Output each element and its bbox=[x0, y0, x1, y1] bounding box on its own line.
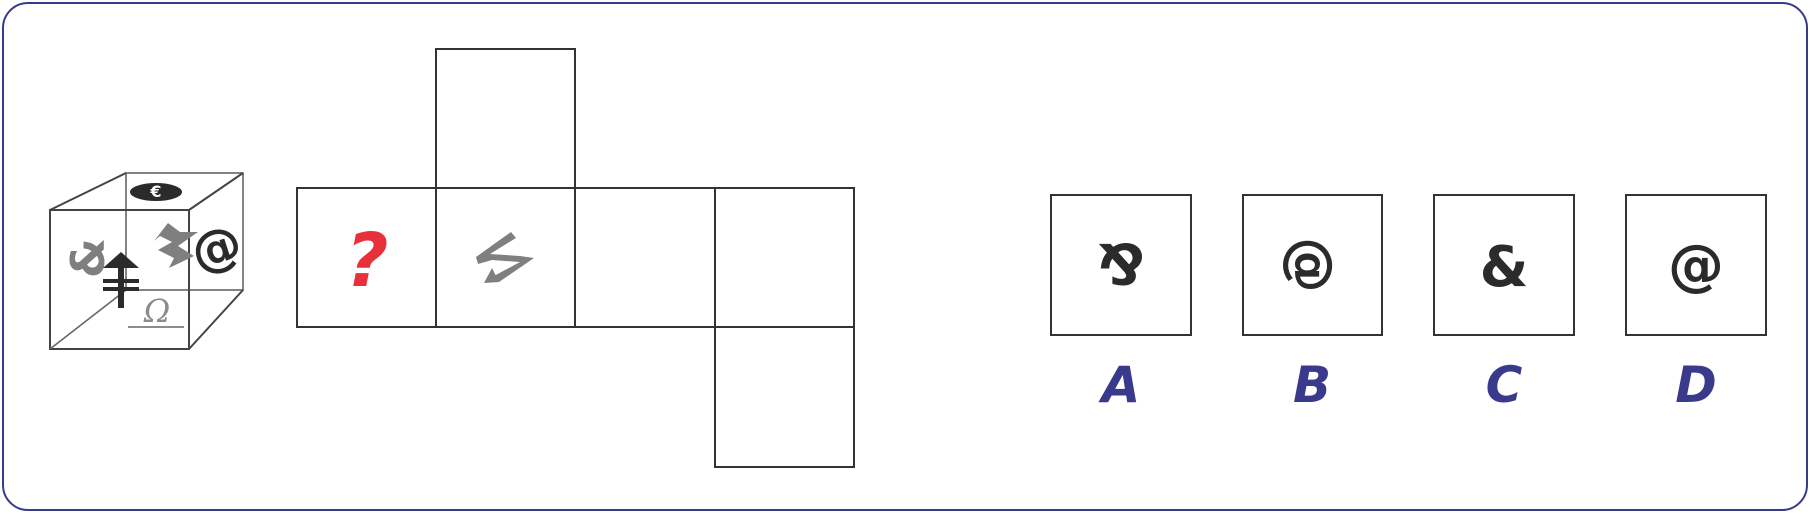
option-b-symbol: @ bbox=[1279, 237, 1344, 293]
option-c-label[interactable]: C bbox=[1486, 356, 1523, 414]
option-c[interactable]: & C bbox=[1433, 194, 1575, 414]
net-face-bottom bbox=[714, 326, 855, 468]
net-arrow-symbol bbox=[476, 232, 534, 283]
option-d-box[interactable] bbox=[1625, 194, 1767, 336]
reference-cube bbox=[49, 172, 244, 350]
net-question-mark: ? bbox=[346, 218, 389, 304]
option-a-box[interactable] bbox=[1050, 194, 1192, 336]
option-c-symbol: & bbox=[1480, 235, 1529, 300]
cube-front-arrow-symbol bbox=[154, 223, 198, 268]
svg-text:€: € bbox=[149, 182, 161, 201]
cube-front-ampersand-symbol: & bbox=[61, 238, 115, 278]
cube-net bbox=[296, 48, 855, 468]
answer-options: & A @ B & C @ D bbox=[1050, 194, 1767, 414]
option-a[interactable]: & A bbox=[1050, 194, 1192, 414]
option-b-label[interactable]: B bbox=[1293, 356, 1331, 414]
option-d-symbol: @ bbox=[1668, 233, 1724, 298]
option-d[interactable]: @ D bbox=[1625, 194, 1767, 414]
option-b-box[interactable] bbox=[1242, 194, 1383, 336]
option-d-label[interactable]: D bbox=[1675, 356, 1717, 414]
svg-text:Ω: Ω bbox=[143, 292, 171, 330]
net-face-blank-2 bbox=[714, 187, 855, 328]
svg-text:@: @ bbox=[184, 213, 249, 284]
option-b[interactable]: @ B bbox=[1242, 194, 1383, 414]
cube-front-yen-symbol bbox=[103, 252, 139, 308]
cube-top-euro-symbol: € bbox=[130, 182, 182, 201]
cube-bottom-omega-symbol: Ω bbox=[128, 292, 184, 330]
net-face-top bbox=[435, 48, 576, 189]
svg-text:&: & bbox=[61, 238, 115, 278]
cube-right-at-symbol: @ bbox=[184, 213, 249, 284]
net-face-blank-1 bbox=[574, 187, 716, 328]
option-a-label[interactable]: A bbox=[1098, 356, 1141, 414]
option-c-box[interactable] bbox=[1433, 194, 1575, 336]
option-a-symbol: & bbox=[1097, 230, 1146, 295]
